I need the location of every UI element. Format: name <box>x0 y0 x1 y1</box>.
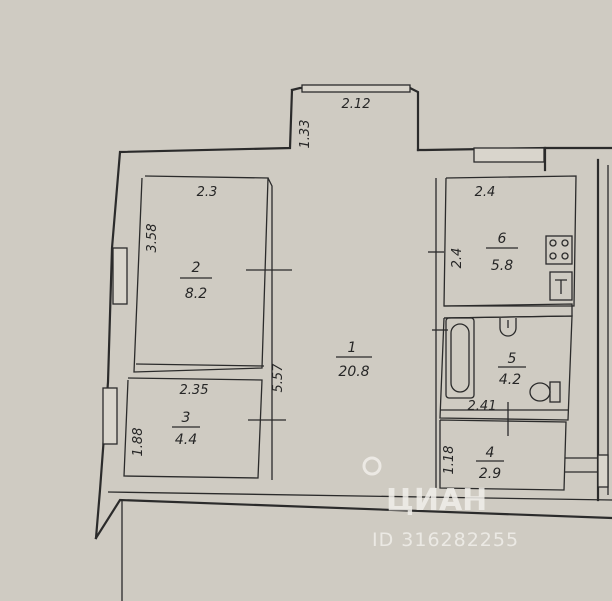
toilet-icon <box>529 381 561 403</box>
room-6-number: 6 <box>498 231 507 247</box>
door-marks <box>246 251 509 436</box>
dim-room3-depth: 1.88 <box>131 428 146 457</box>
dim-room2-depth: 3.58 <box>145 224 160 253</box>
room-1-number: 1 <box>348 340 357 356</box>
dim-bath-width: 2.41 <box>468 399 497 414</box>
window-right <box>597 454 609 488</box>
dim-hall4-depth: 1.18 <box>442 446 457 475</box>
dim-balcony-depth: 1.33 <box>298 120 313 149</box>
room-5-area: 4.2 <box>499 372 521 388</box>
room-4-number: 4 <box>486 445 495 461</box>
window-kitchen <box>473 147 545 163</box>
watermark-id: ID 316282255 <box>372 529 519 551</box>
room-2-number: 2 <box>192 260 201 276</box>
fixtures <box>445 235 573 403</box>
room-labels: 1 20.8 2 8.2 3 4.4 4 2.9 5 4.2 6 5.8 <box>172 231 526 482</box>
room-5-number: 5 <box>508 351 517 367</box>
room-2-area: 8.2 <box>185 286 207 302</box>
room-3-number: 3 <box>182 410 191 426</box>
room-1-area: 20.8 <box>338 364 369 380</box>
windows <box>102 84 609 488</box>
dim-kitchen-width: 2.4 <box>475 185 496 200</box>
watermark: ЦИАН ID 316282255 <box>362 456 519 551</box>
dim-room3-width: 2.35 <box>180 383 209 398</box>
dim-kitchen-depth: 2.4 <box>450 248 465 269</box>
room-6-area: 5.8 <box>491 258 513 274</box>
outer-walls <box>94 86 612 601</box>
watermark-brand: ЦИАН <box>386 483 487 518</box>
washbasin-icon <box>499 318 517 337</box>
window-room2 <box>112 247 128 305</box>
dim-room2-width: 2.3 <box>197 185 218 200</box>
bathtub-icon <box>445 317 475 399</box>
sink-icon <box>549 271 573 301</box>
window-balcony <box>301 84 411 93</box>
dim-balcony-width: 2.12 <box>342 97 371 112</box>
dim-hall-length: 5.57 <box>271 363 286 393</box>
window-room3 <box>102 387 118 445</box>
interior-walls <box>123 175 577 491</box>
stove-icon <box>545 235 573 265</box>
room-4-area: 2.9 <box>479 466 501 482</box>
dimension-labels: 2.12 1.33 2.3 3.58 2.35 1.88 5.57 2.4 2.… <box>131 97 496 474</box>
room-3-area: 4.4 <box>175 432 197 448</box>
